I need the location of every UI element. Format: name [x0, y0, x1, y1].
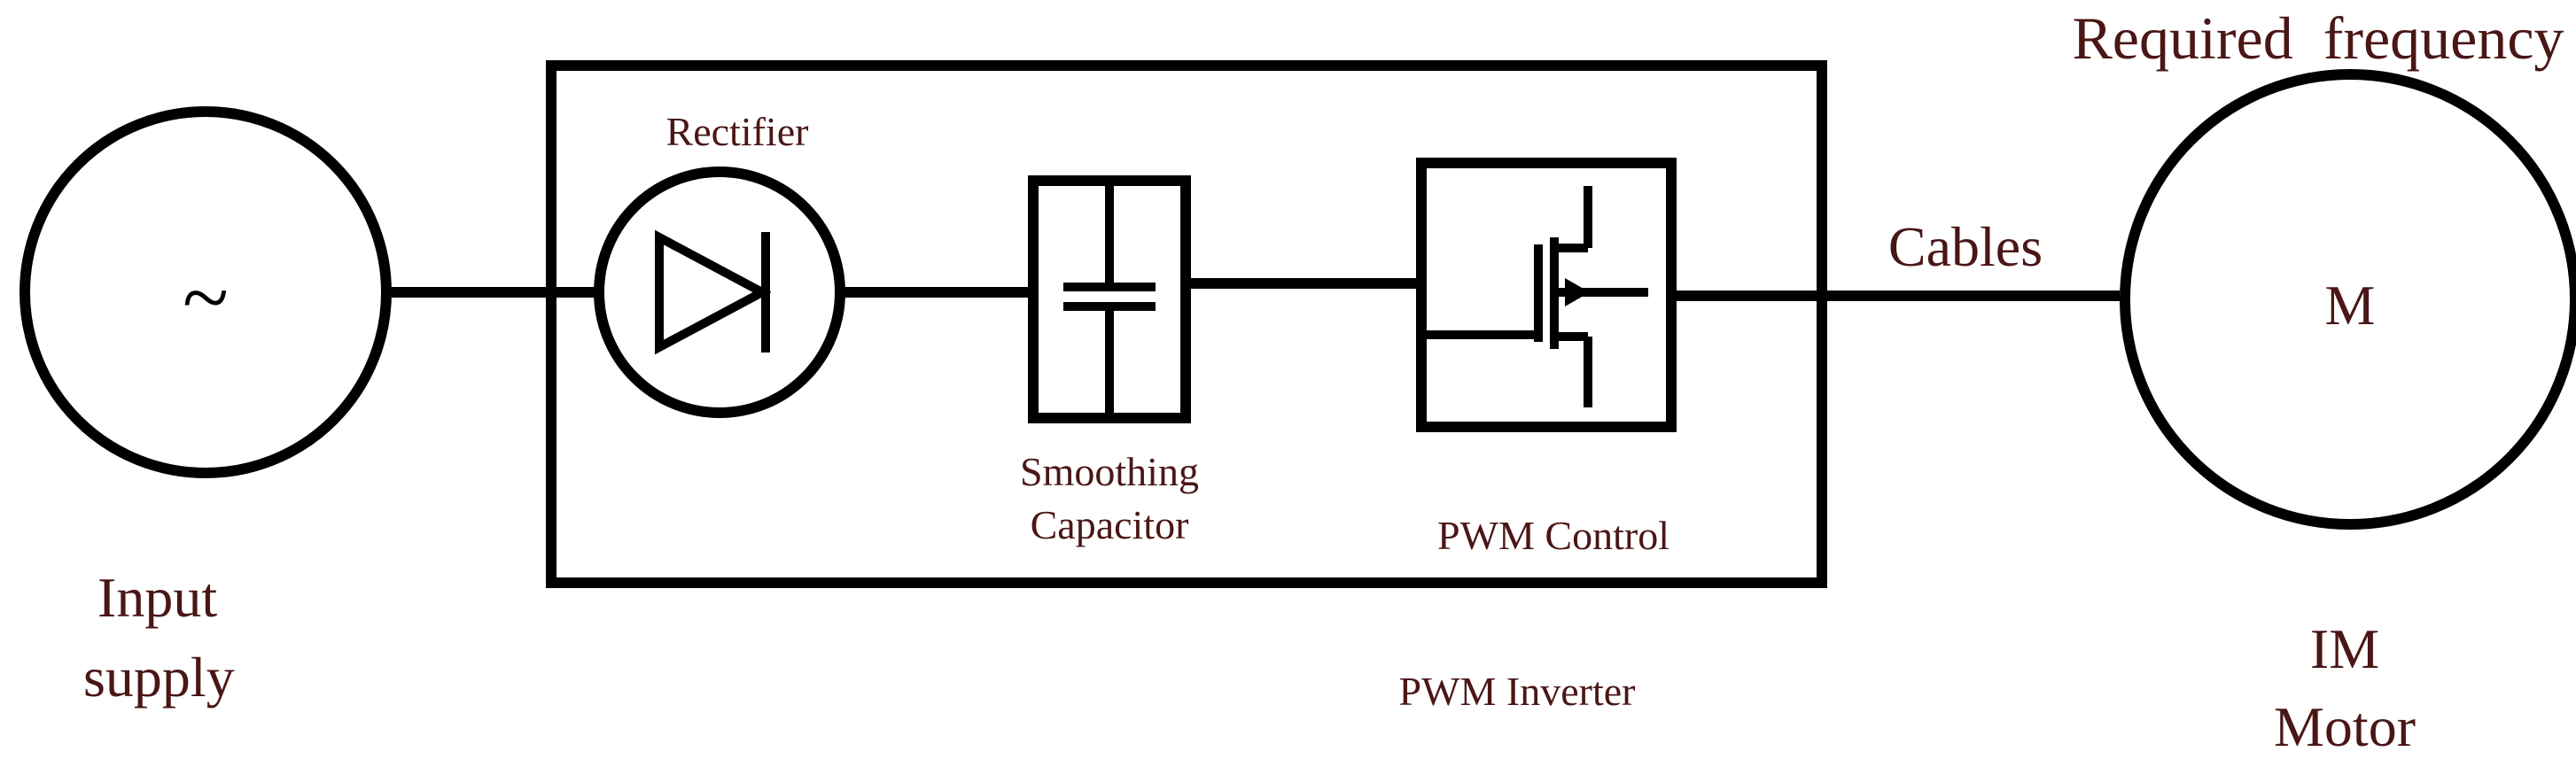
pwm-control-label: PWM Control: [1437, 513, 1669, 558]
motor-symbol: M: [2325, 274, 2376, 337]
motor-label-line2: Motor: [2274, 695, 2416, 758]
smoothing-label-line1: Smoothing: [1020, 449, 1199, 494]
required-frequency-label: Required frequency: [2072, 4, 2564, 72]
diode-triangle: [655, 229, 772, 355]
pwm-inverter-box: [546, 60, 1827, 588]
smoothing-label-line2: Capacitor: [1031, 502, 1189, 547]
input-supply-label-line1: Input: [97, 566, 217, 629]
motor-label-line1: IM: [2310, 617, 2379, 680]
motor-circle: [2120, 69, 2576, 530]
cables-label: Cables: [1888, 215, 2043, 278]
diode-icon: [594, 167, 845, 418]
igbt-icon: [1416, 158, 1677, 432]
capacitor-icon: [1028, 175, 1191, 423]
input-supply-label-line2: supply: [83, 646, 235, 709]
source-symbol: ~: [183, 250, 229, 345]
rectifier-circle: [594, 167, 845, 418]
rectifier-label: Rectifier: [666, 109, 809, 154]
pwm-inverter-label: PWM Inverter: [1399, 669, 1636, 714]
switch-arrow: [1565, 278, 1590, 306]
motor-icon: [2120, 69, 2576, 530]
